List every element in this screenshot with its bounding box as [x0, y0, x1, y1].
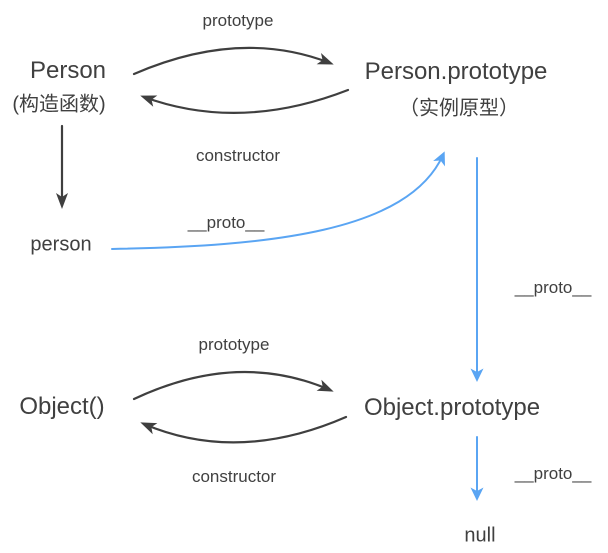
object-constructor-arrow [140, 415, 348, 444]
node-person-instance: person [30, 233, 92, 256]
person-prototype-arrow [132, 46, 334, 76]
node-object-prototype: Object.prototype [363, 394, 541, 421]
edge-label-prototype-bottom: prototype [198, 335, 270, 354]
node-object-constructor: Object() [19, 393, 105, 420]
person-proto-arrow [111, 151, 445, 250]
object-prototype-arrow [132, 370, 334, 401]
node-person-constructor: Person [29, 57, 107, 84]
edge-label-proto-person: __proto__ [187, 213, 265, 232]
edge-label-constructor-top: constructor [195, 146, 281, 165]
node-person-constructor-subtitle: (构造函数) [12, 93, 106, 116]
node-person-prototype: Person.prototype [364, 58, 548, 85]
node-person-prototype-subtitle: （实例原型） [399, 97, 519, 120]
edge-label-constructor-bottom: constructor [191, 467, 277, 486]
person-constructor-arrow [140, 88, 350, 114]
edge-label-proto-null: __proto__ [514, 464, 592, 483]
edge-label-proto-chain: __proto__ [514, 278, 592, 297]
edge-label-prototype-top: prototype [202, 11, 274, 30]
node-null: null [464, 524, 496, 547]
